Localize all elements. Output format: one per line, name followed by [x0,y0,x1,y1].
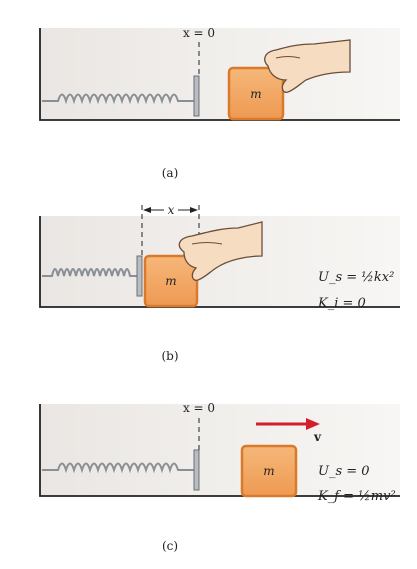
hand-b [178,221,263,281]
x-zero-label-c: x = 0 [183,401,215,415]
x-arrowhead-right-b [190,207,198,213]
potential-energy-eq-c: U_s = 0 [318,464,370,479]
x-label-b: x [168,203,175,217]
caption-a: (a) [162,166,179,180]
panel-a: x = 0 m (a) [39,26,400,180]
spring-a [42,93,194,105]
kinetic-energy-eq-c: K_f = ½mv² [317,489,396,504]
wall-shading-c [40,404,400,496]
velocity-label-c: v [313,430,322,444]
mass-label-b: m [165,274,176,288]
caption-b: (b) [161,349,178,363]
potential-energy-eq-b: U_s = ½kx² [318,270,394,285]
spring-plate-a [193,75,200,117]
spring-plate-c [193,449,200,491]
x-arrowhead-left-b [143,207,151,213]
floor-b [39,216,400,308]
hand-knuckle-a [275,56,301,59]
x-zero-label-a: x = 0 [183,26,215,40]
spring-plate-b [136,255,143,297]
kinetic-energy-eq-b: K_i = 0 [317,296,366,311]
caption-c: (c) [162,539,178,553]
mass-block-a [227,66,285,121]
mass-label-c: m [263,464,274,478]
mass-block-c [240,444,298,498]
hand-a [264,39,351,93]
spring-b [42,268,137,277]
panel-c: x = 0 m v U_s = 0 K_f = ½mv² (c) [39,401,400,553]
hand-knuckle-b [191,242,223,245]
mass-label-a: m [250,87,261,101]
mass-block-b [143,254,199,308]
spring-c [42,462,194,474]
panel-b: x m U_s = ½kx² K_i = 0 (b) [39,203,400,363]
velocity-arrowhead-c [306,418,320,430]
